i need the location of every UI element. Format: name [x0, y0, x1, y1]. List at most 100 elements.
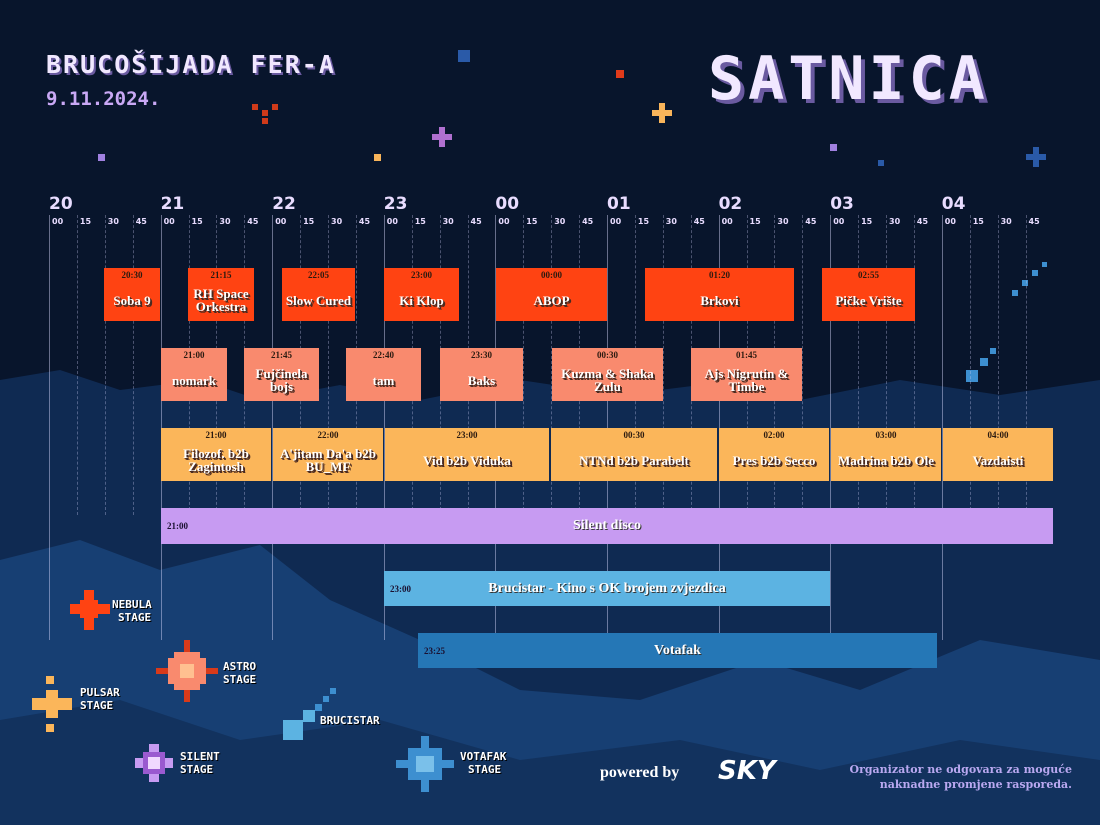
minute-label: 15 [526, 217, 538, 226]
act-time: 21:00 [205, 430, 227, 440]
act-time: 00:30 [597, 350, 618, 360]
act-time: 00:00 [541, 270, 562, 280]
hour-label: 03 [830, 194, 854, 214]
minute-label: 45 [1028, 217, 1040, 226]
grid-line [858, 215, 860, 515]
legend-label: STAGE [118, 611, 152, 624]
act-time: 23:30 [471, 350, 492, 360]
event-date: 9.11.2024. [46, 88, 161, 110]
minute-label: 15 [79, 217, 92, 226]
disclaimer-line: naknadne promjene rasporeda. [879, 778, 1072, 791]
page-heading: SATNICA [708, 44, 989, 114]
minute-label: 15 [191, 217, 203, 226]
act-time: 01:45 [736, 350, 757, 360]
act-time: 02:00 [763, 430, 785, 440]
minute-label: 15 [861, 217, 873, 226]
minute-label: 00 [498, 217, 510, 226]
minute-label: 45 [916, 217, 929, 226]
hour-label: 21 [160, 194, 185, 214]
act-time: 21:00 [183, 350, 205, 360]
brucistar-comet-icon [283, 688, 336, 740]
grid-line [523, 215, 525, 515]
astro-act[interactable]: 21:00 nomark [161, 348, 227, 401]
minute-label: 00 [721, 217, 733, 226]
legend-label: BRUCISTAR [320, 714, 380, 727]
minute-label: 45 [135, 217, 147, 226]
hour-label: 22 [272, 194, 296, 214]
grid-line [104, 215, 106, 515]
act-name: Vid b2b Viduka [423, 452, 511, 468]
minute-label: 00 [944, 217, 956, 226]
minute-label: 30 [107, 217, 119, 226]
minute-label: 00 [833, 217, 845, 226]
act-name: Filozof. b2b Zagintosh [183, 446, 249, 474]
act-time: 23:00 [411, 270, 432, 280]
astro-star-icon [156, 640, 218, 702]
minute-label: 45 [693, 217, 705, 226]
grid-line [886, 215, 887, 515]
legend-brucistar: BRUCISTAR [320, 714, 380, 727]
minute-label: 15 [637, 217, 650, 226]
act-name: nomark [171, 372, 217, 388]
legend-label: STAGE [180, 763, 214, 776]
hour-label: 01 [607, 194, 631, 214]
minute-label: 00 [163, 217, 175, 226]
nebula-star-icon [70, 590, 110, 630]
act-time: 21:00 [167, 521, 188, 531]
grid-line [160, 215, 162, 640]
act-name: Kuzma & Shaka Zulu [561, 366, 654, 394]
minute-label: 00 [386, 217, 398, 226]
grid-line [997, 215, 999, 515]
minute-label: 30 [331, 217, 343, 226]
grid-line [495, 215, 497, 640]
silent-act[interactable]: 21:00 Silent disco [161, 508, 1053, 544]
act-time: 20:30 [121, 270, 143, 280]
act-name: Fujčinela bojs [255, 366, 308, 394]
act-name: tam [372, 372, 395, 388]
legend-label: SILENT [180, 750, 220, 763]
legend-label: VOTAFAK [460, 750, 507, 763]
hour-label: 00 [495, 194, 520, 214]
act-time: 23:25 [424, 645, 445, 656]
legend-label: ASTRO [223, 660, 257, 673]
votafak-star-icon [396, 736, 454, 792]
legend-label: STAGE [223, 673, 257, 686]
act-time: 22:40 [373, 350, 394, 360]
hour-label: 04 [941, 194, 966, 214]
grid-line [49, 215, 50, 640]
minute-label: 45 [358, 217, 371, 226]
astro-act[interactable]: 22:40 tam [346, 348, 421, 401]
minute-label: 00 [52, 217, 64, 226]
act-time: 00:30 [623, 430, 645, 440]
minute-label: 00 [275, 217, 287, 226]
hour-label: 23 [383, 194, 408, 214]
act-name: Silent disco [572, 518, 642, 533]
grid-line [551, 215, 553, 515]
minute-label: 30 [219, 217, 231, 226]
minute-label: 45 [582, 217, 594, 226]
minute-label: 15 [972, 217, 984, 226]
act-name: Pičke Vrište [835, 292, 902, 308]
